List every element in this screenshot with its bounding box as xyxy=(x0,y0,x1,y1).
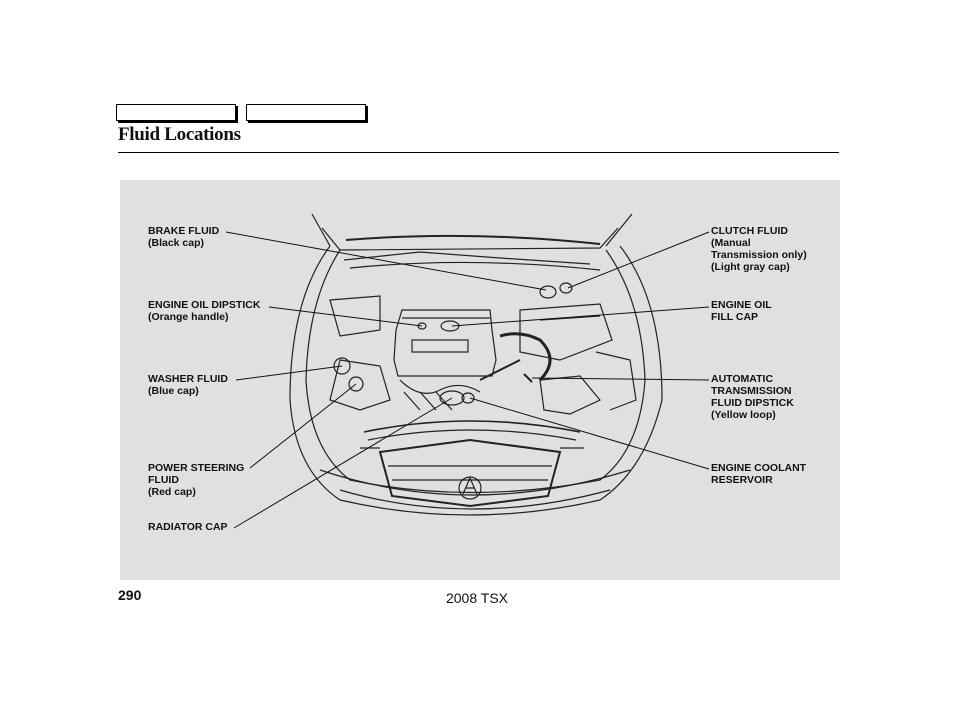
leader-clutch-fluid xyxy=(568,232,709,288)
leader-coolant-reservoir xyxy=(470,398,709,469)
leader-washer-fluid xyxy=(236,366,342,380)
label-brake-fluid: BRAKE FLUID (Black cap) xyxy=(148,225,219,249)
label-radiator-cap: RADIATOR CAP xyxy=(148,521,228,533)
label-engine-oil-dipstick: ENGINE OIL DIPSTICK (Orange handle) xyxy=(148,299,260,323)
label-washer-fluid: WASHER FLUID (Blue cap) xyxy=(148,373,228,397)
label-clutch-fluid: CLUTCH FLUID (Manual Transmission only) … xyxy=(711,225,807,273)
label-power-steering-fluid: POWER STEERING FLUID (Red cap) xyxy=(148,462,244,498)
label-atf-dipstick: AUTOMATIC TRANSMISSION FLUID DIPSTICK (Y… xyxy=(711,373,794,421)
leader-radiator-cap xyxy=(234,398,452,528)
leader-atf-dipstick xyxy=(532,378,709,380)
leader-oil-dipstick xyxy=(269,307,422,326)
label-engine-oil-fill-cap: ENGINE OIL FILL CAP xyxy=(711,299,772,323)
footer-model: 2008 TSX xyxy=(0,590,954,606)
leader-brake-fluid xyxy=(226,232,546,290)
label-engine-coolant-reservoir: ENGINE COOLANT RESERVOIR xyxy=(711,462,806,486)
